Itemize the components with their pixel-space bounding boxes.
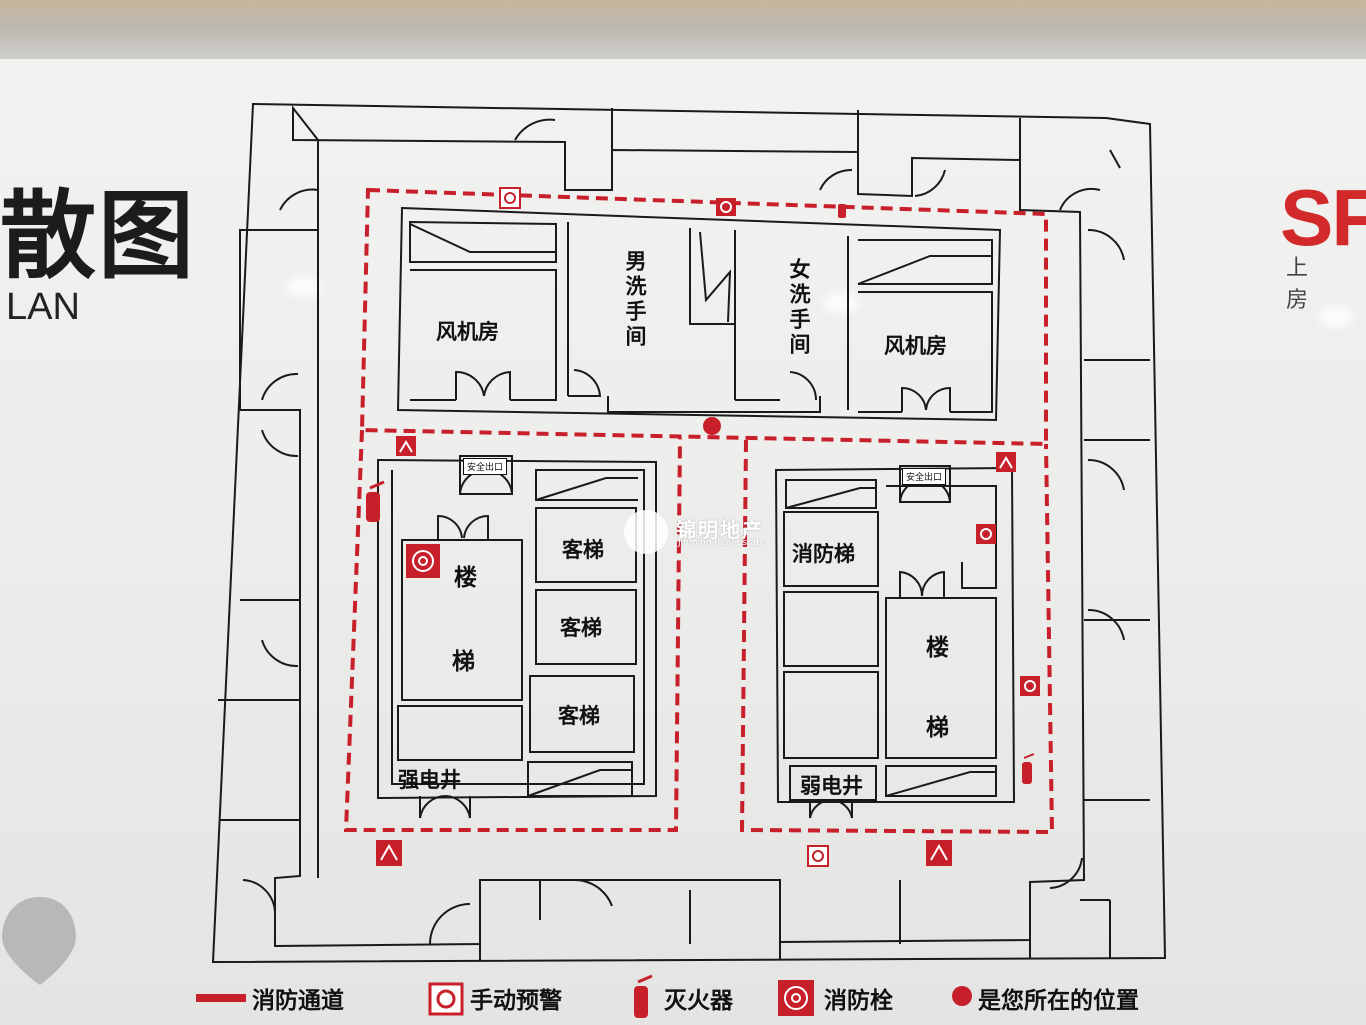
symbols bbox=[366, 187, 1040, 867]
emergency-exit-icon bbox=[926, 840, 952, 866]
weak-power-shaft-label: 弱电井 bbox=[800, 773, 863, 798]
fire-extinguisher-icon bbox=[1022, 753, 1035, 784]
fire-hydrant-icon bbox=[976, 524, 996, 544]
emergency-exit-icon bbox=[396, 436, 416, 456]
elevator-3-label: 客梯 bbox=[558, 703, 600, 728]
watermark: 锦明地产 Jinming Real Estate bbox=[624, 510, 794, 560]
exit-sign-left: 安全出口 bbox=[463, 458, 508, 475]
emergency-exit-icon bbox=[996, 452, 1016, 472]
outer-wall bbox=[211, 102, 1167, 964]
fire-hydrant-icon bbox=[778, 980, 814, 1016]
legend-label: 消防通道 bbox=[252, 987, 344, 1014]
elevator-2-label: 客梯 bbox=[560, 615, 602, 640]
legend-icons bbox=[196, 974, 972, 1018]
glare bbox=[286, 276, 322, 298]
legend-item-you-are-here: 是您所在的位置 bbox=[970, 980, 1139, 1016]
womens-restroom-label: 女洗手间 bbox=[787, 258, 812, 358]
legend-label: 消防栓 bbox=[824, 987, 893, 1014]
you-are-here-icon bbox=[703, 417, 721, 435]
emergency-exit-icon bbox=[376, 840, 402, 866]
legend-item-hydrant: 消防栓 bbox=[816, 980, 893, 1016]
exit-sign-right: 安全出口 bbox=[902, 468, 947, 485]
fire-route bbox=[343, 187, 1055, 835]
stairs-left-bottom-label: 梯 bbox=[452, 648, 475, 675]
fire-hydrant-icon bbox=[1020, 676, 1040, 696]
watermark-logo-icon bbox=[624, 510, 668, 554]
elevator-1-label: 客梯 bbox=[562, 537, 604, 562]
fire-extinguisher-icon bbox=[634, 974, 653, 1018]
glare bbox=[823, 292, 859, 314]
brand-subtitle: 上 房 bbox=[1286, 256, 1335, 313]
legend-item-fire-route: 消防通道 bbox=[244, 980, 344, 1016]
legend-item-extinguisher: 灭火器 bbox=[656, 980, 733, 1016]
you-are-here-icon bbox=[952, 986, 972, 1006]
stairs-right-bottom-label: 梯 bbox=[926, 714, 949, 741]
stairs-left-top-label: 楼 bbox=[454, 564, 477, 591]
watermark-cn: 锦明地产 bbox=[676, 518, 764, 542]
fire-hydrant-icon bbox=[406, 544, 440, 578]
legend-item-manual-alarm: 手动预警 bbox=[462, 980, 562, 1016]
fan-room-right-label: 风机房 bbox=[884, 333, 947, 358]
fire-extinguisher-icon bbox=[838, 204, 846, 218]
mens-restroom-label: 男洗手间 bbox=[623, 250, 648, 350]
stairs-right-top-label: 楼 bbox=[926, 634, 949, 661]
fire-elevator-label: 消防梯 bbox=[792, 541, 855, 566]
glare bbox=[1318, 306, 1354, 328]
fire-route-line-icon bbox=[196, 994, 246, 1002]
strong-power-shaft-label: 强电井 bbox=[398, 767, 461, 792]
fan-room-left-label: 风机房 bbox=[436, 319, 499, 344]
fire-extinguisher-icon bbox=[366, 480, 385, 522]
location-pin-icon bbox=[2, 897, 76, 985]
brand-logo: SF bbox=[1280, 173, 1366, 262]
legend-label: 灭火器 bbox=[664, 987, 733, 1014]
manual-alarm-icon bbox=[499, 187, 521, 209]
sign-title-en: LAN bbox=[6, 286, 80, 328]
watermark-en: Jinming Real Estate bbox=[678, 538, 766, 548]
legend-label: 手动预警 bbox=[470, 987, 562, 1014]
legend-label: 是您所在的位置 bbox=[978, 987, 1139, 1014]
fire-hydrant-icon bbox=[716, 198, 736, 216]
manual-alarm-icon bbox=[807, 845, 829, 867]
sign-title-cn: 散图 bbox=[0, 180, 196, 292]
manual-alarm-icon bbox=[428, 982, 464, 1016]
